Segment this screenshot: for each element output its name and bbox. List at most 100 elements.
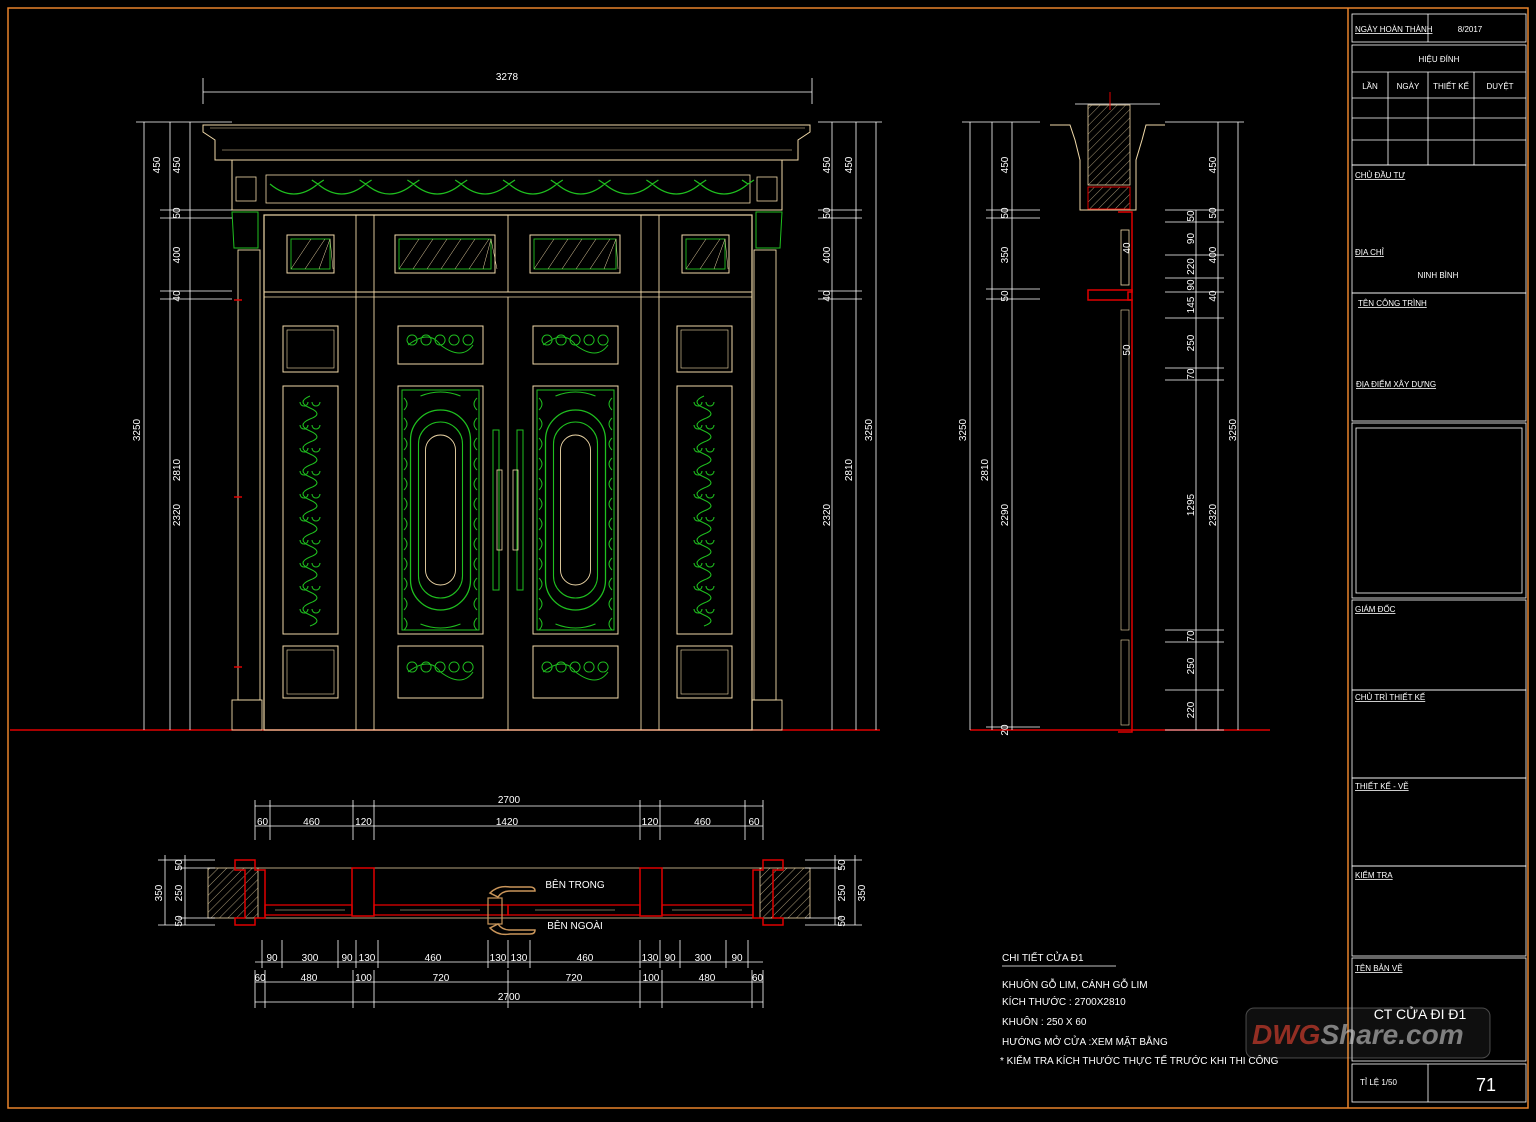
plan-bottom-dim-label: 90 xyxy=(664,953,676,964)
plan-bottom-dim-label: 720 xyxy=(566,973,583,984)
leaf-bottom-carving xyxy=(541,661,609,681)
section-dim-label: 250 xyxy=(1186,334,1197,351)
svg-text:450: 450 xyxy=(1208,156,1219,173)
plan-top-total: 2700 xyxy=(498,795,521,806)
transom-windows xyxy=(286,234,730,274)
investor-label: CHỦ ĐẦU TƯ xyxy=(1355,170,1405,180)
plan-bottom-dim-label: 720 xyxy=(433,973,450,984)
plan-bottom-dim-label: 100 xyxy=(355,973,372,984)
dim-overall-width: 3278 xyxy=(496,72,519,83)
svg-text:50: 50 xyxy=(174,859,185,871)
sheet-number: 71 xyxy=(1476,1075,1496,1095)
svg-text:3250: 3250 xyxy=(1228,418,1239,441)
section-dim-label: 70 xyxy=(1186,368,1197,380)
svg-text:50: 50 xyxy=(837,859,848,871)
svg-text:2810: 2810 xyxy=(980,458,991,481)
leaf-bottom-panel xyxy=(532,645,619,699)
hinges xyxy=(234,299,242,668)
leaf-oval-middle xyxy=(417,421,464,599)
project-label: TÊN CÔNG TRÌNH xyxy=(1358,299,1427,308)
glass-hatch xyxy=(290,238,334,270)
leaf-top-carving xyxy=(541,334,609,354)
section-dim-label: 145 xyxy=(1186,296,1197,313)
plan-top-dim-label: 460 xyxy=(694,817,711,828)
svg-text:2810: 2810 xyxy=(844,458,855,481)
leaf-middle-panel xyxy=(532,385,619,635)
leaf-bottom-carving xyxy=(406,661,474,681)
svg-text:400: 400 xyxy=(1208,246,1219,263)
plan-bottom-dim-label: 130 xyxy=(642,953,659,964)
revision-label: HIỆU ĐÍNH xyxy=(1419,55,1460,64)
plan-left-frame xyxy=(234,859,266,926)
frame-profile xyxy=(1118,211,1133,733)
plan-top-dim-label: 460 xyxy=(303,817,320,828)
svg-text:50: 50 xyxy=(822,207,833,219)
svg-text:40: 40 xyxy=(1122,242,1133,254)
svg-text:50: 50 xyxy=(1000,290,1011,302)
plan-bottom-dim-label: 460 xyxy=(425,953,442,964)
sheet-name-value: CT CỬA ĐI Đ1 xyxy=(1374,1005,1467,1022)
sheet-name-label: TÊN BẢN VẼ xyxy=(1355,964,1403,973)
garland-ornament xyxy=(269,179,755,195)
chief-designer-label: CHỦ TRÌ THIẾT KẾ xyxy=(1355,692,1425,702)
transom-window xyxy=(394,234,496,274)
leaf-top-carving xyxy=(406,334,474,354)
side-middle-panel xyxy=(676,385,733,635)
plan-left-wall xyxy=(207,867,259,919)
plan-top-dim-label: 120 xyxy=(355,817,372,828)
leaf-oval-inner xyxy=(425,434,456,586)
right-plinth xyxy=(751,699,783,731)
plan-handle-bottom xyxy=(488,923,536,936)
transom-glass xyxy=(685,238,726,270)
svg-text:450: 450 xyxy=(1000,156,1011,173)
plan-bottom-dim-label: 90 xyxy=(341,953,353,964)
plan-bottom-dim-label: 300 xyxy=(695,953,712,964)
site-label: ĐỊA ĐIỂM XÂY DỰNG xyxy=(1356,380,1436,389)
svg-text:50: 50 xyxy=(174,915,185,927)
plan-bottom-dim-label: 460 xyxy=(577,953,594,964)
completion-date: 8/2017 xyxy=(1458,25,1483,34)
frieze xyxy=(231,159,783,211)
svg-text:DUYỆT: DUYỆT xyxy=(1486,82,1513,91)
note-line: KÍCH THƯỚC : 2700X2810 xyxy=(1002,995,1126,1008)
lintel-hatch xyxy=(1087,104,1131,186)
glass-hatch xyxy=(533,238,619,270)
side-top-panel xyxy=(282,325,339,373)
note-line: KHUÔN : 250 X 60 xyxy=(1002,1015,1087,1028)
right-handle xyxy=(516,429,524,591)
plan-top-dim-label: 60 xyxy=(257,817,269,828)
inside-label: BÊN TRONG xyxy=(545,878,604,891)
check-label: KIỂM TRA xyxy=(1355,871,1393,880)
svg-text:450: 450 xyxy=(152,156,163,173)
svg-text:450: 450 xyxy=(844,156,855,173)
section-dim-label: 50 xyxy=(1186,210,1197,222)
left-capital xyxy=(231,211,259,249)
right-pilaster xyxy=(753,249,777,701)
svg-text:50: 50 xyxy=(1000,207,1011,219)
glass-hatch xyxy=(398,238,498,270)
svg-text:50: 50 xyxy=(1208,207,1219,219)
main-door-leaves xyxy=(397,325,619,699)
leaf-middle-panel xyxy=(397,385,484,635)
svg-text:50: 50 xyxy=(837,915,848,927)
svg-text:40: 40 xyxy=(1208,290,1219,302)
leaf-oval-middle xyxy=(552,421,599,599)
side-carving xyxy=(299,395,321,627)
side-middle-panel xyxy=(282,385,339,635)
notes-title: CHI TIẾT CỬA Đ1 xyxy=(1002,951,1084,964)
section-view: 40 50 3250 2810 450 50 350 50 2290 20 xyxy=(958,92,1270,736)
note-line: KHUÔN GỖ LIM, CÁNH GỖ LIM xyxy=(1002,978,1148,991)
watermark-logo: DWGShare.com xyxy=(1245,1007,1491,1059)
section-dim-label: 90 xyxy=(1186,279,1197,291)
side-bottom-panel xyxy=(282,645,339,699)
side-leaf-panels xyxy=(282,325,733,699)
sheet-border xyxy=(7,7,1529,1109)
svg-text:50: 50 xyxy=(1122,344,1133,356)
leaf-middle-border xyxy=(401,389,480,631)
transom-window xyxy=(681,234,730,274)
svg-text:40: 40 xyxy=(172,290,183,302)
scale-label: TỈ LỆ 1/50 xyxy=(1360,1078,1397,1087)
note-line: * KIỂM TRA KÍCH THƯỚC THỰC TẾ TRƯỚC KHI … xyxy=(1000,1054,1279,1067)
side-bottom-inner xyxy=(286,649,335,695)
plan-top-dim-label: 120 xyxy=(642,817,659,828)
